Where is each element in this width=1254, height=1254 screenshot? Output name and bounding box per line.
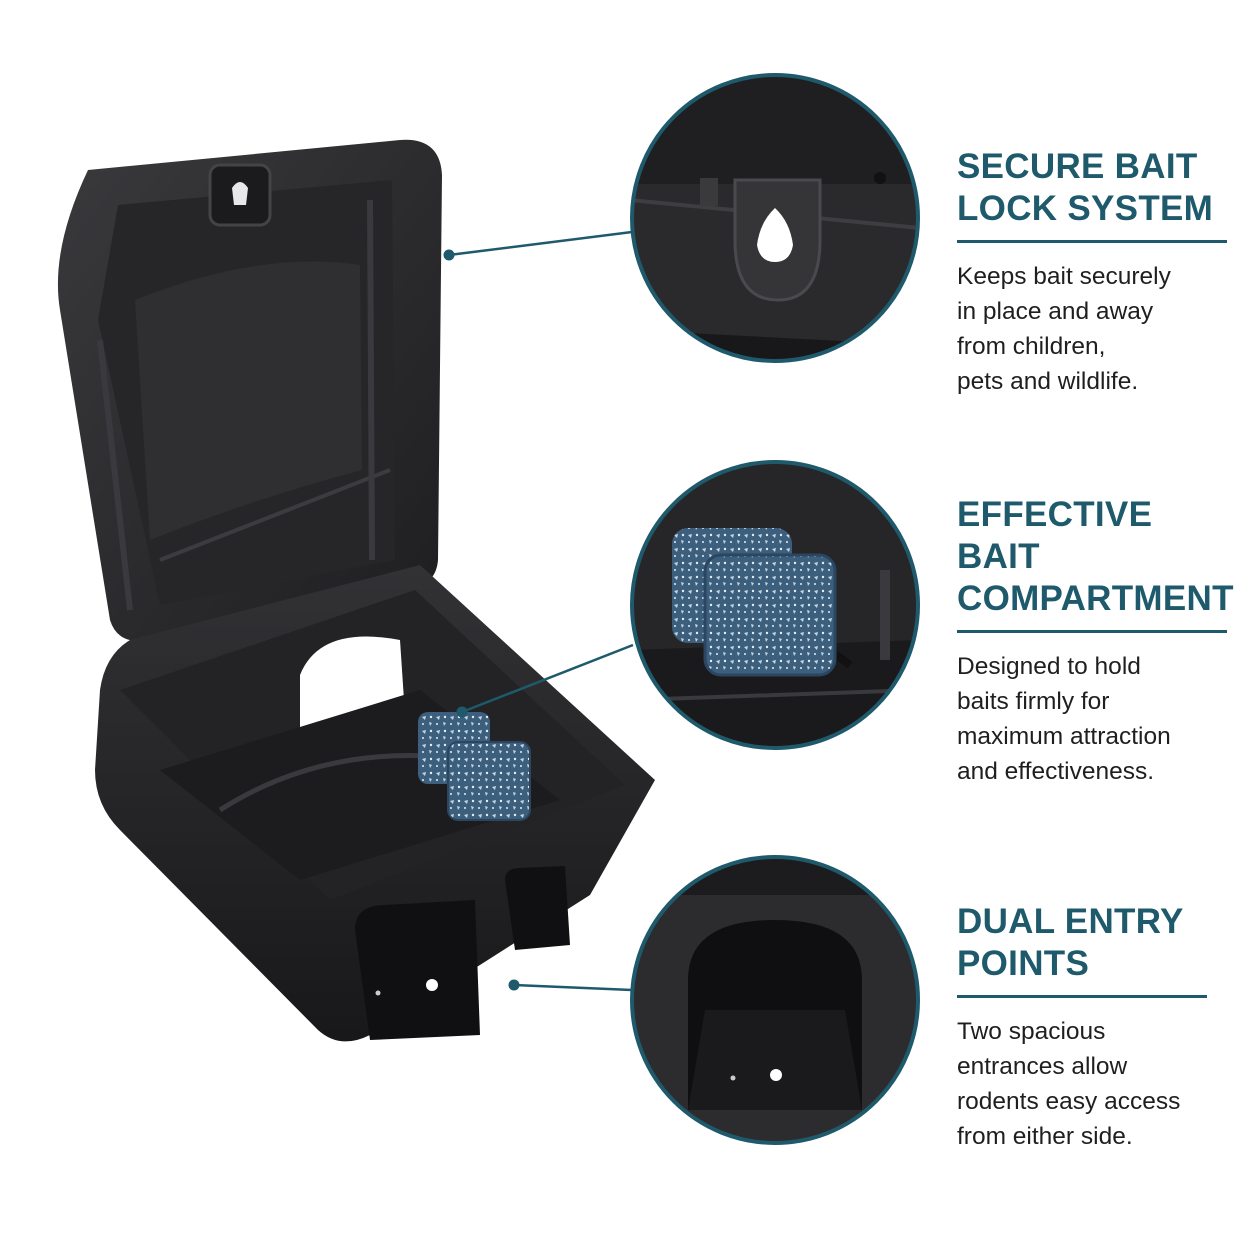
detail-circle-bait [630, 460, 920, 750]
feature-description: Two spacious entrances allow rodents eas… [957, 1018, 1181, 1150]
divider [957, 995, 1207, 998]
feature-title: DUAL ENTRY POINTS [957, 902, 1184, 983]
feature-title: EFFECTIVE BAIT COMPARTMENT [957, 495, 1234, 618]
feature-secure-lock: SECURE BAIT LOCK SYSTEM Keeps bait secur… [957, 146, 1227, 399]
feature-title: SECURE BAIT LOCK SYSTEM [957, 147, 1214, 228]
feature-description: Designed to hold baits firmly for maximu… [957, 653, 1171, 785]
divider [957, 630, 1227, 633]
callout-lines [443, 230, 634, 992]
feature-bait-compartment: EFFECTIVE BAIT COMPARTMENT Designed to h… [957, 494, 1234, 789]
feature-dual-entry: DUAL ENTRY POINTS Two spacious entrances… [957, 901, 1227, 1154]
bait-blocks [418, 712, 531, 821]
feature-description: Keeps bait securely in place and away fr… [957, 263, 1171, 395]
divider [957, 240, 1227, 243]
bait-station-lid [57, 139, 443, 642]
bait-station-base [95, 565, 655, 1042]
detail-circle-lock [630, 73, 920, 363]
detail-circle-entry [630, 855, 920, 1145]
